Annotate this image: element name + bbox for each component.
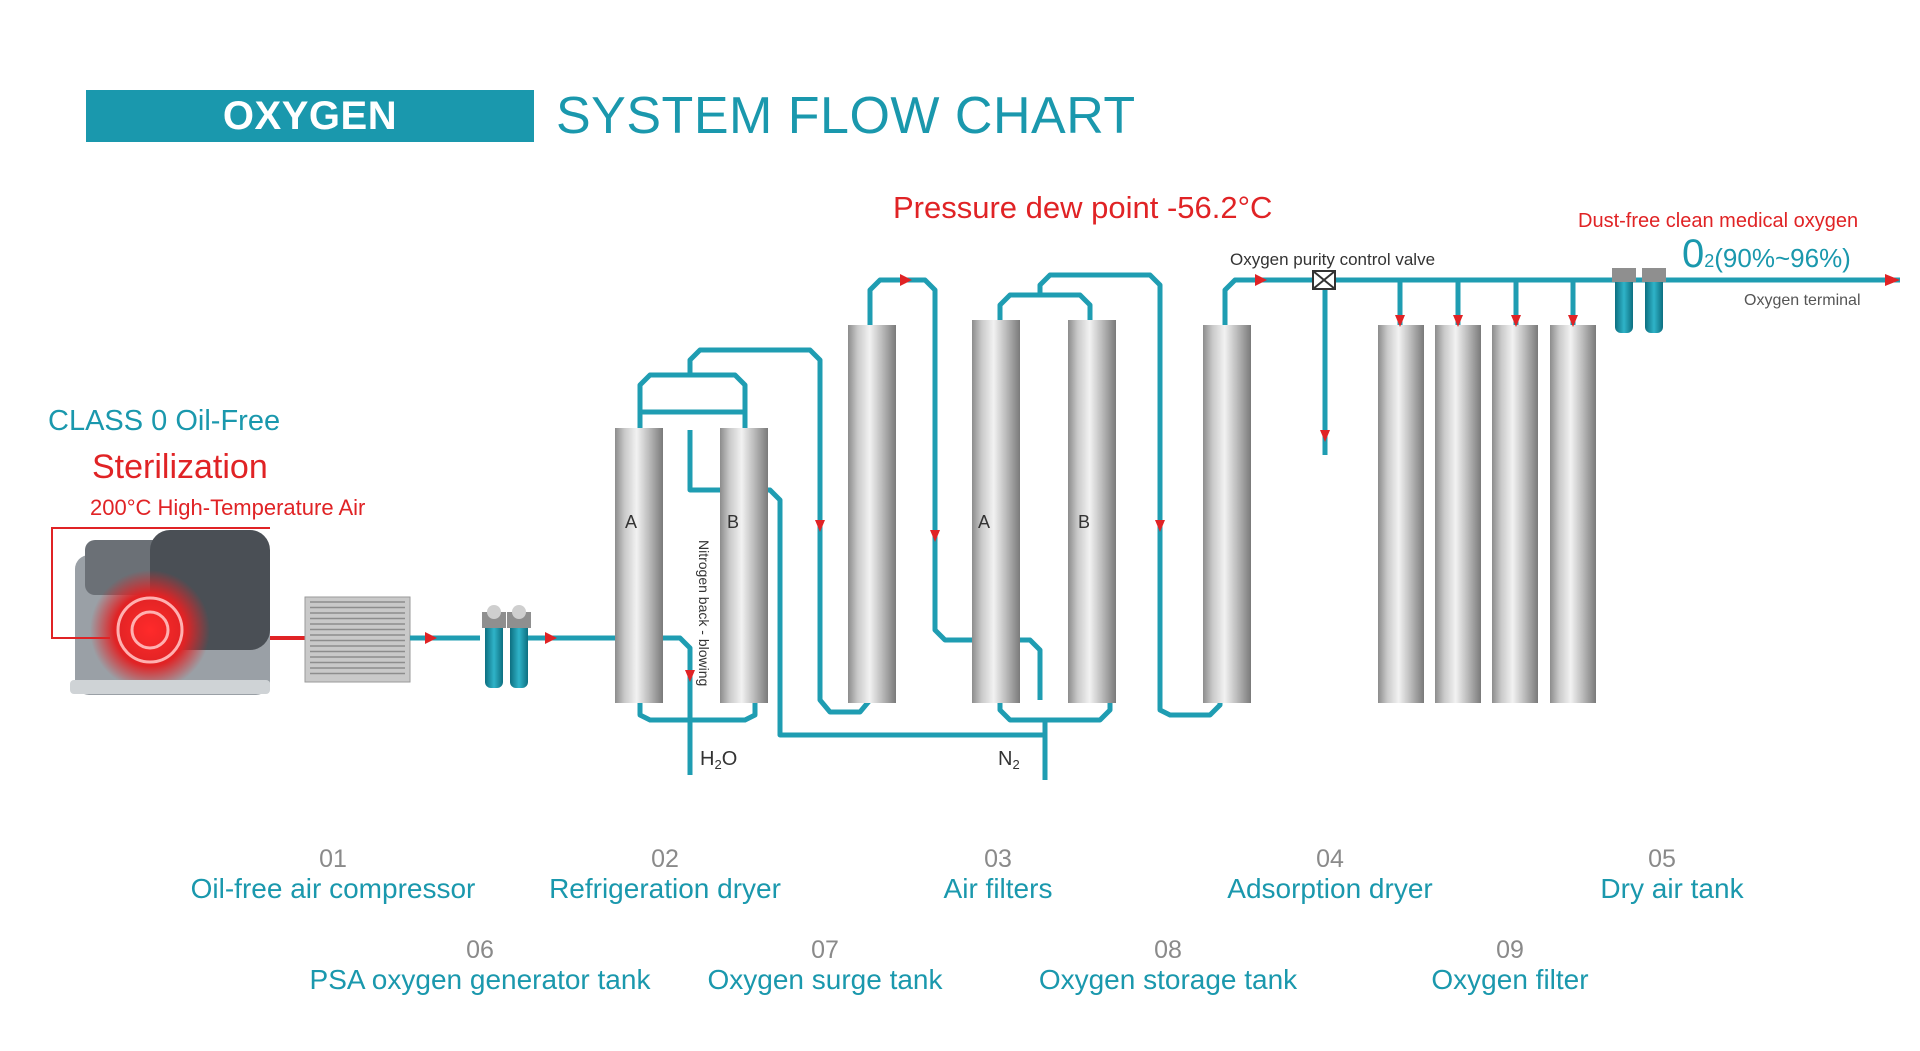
boxed-title: OXYGEN GENERATION [86,90,534,190]
legend-num-07: 07 [811,936,839,964]
tower-b2-label: B [1078,512,1091,532]
legend-label-04: Adsorption dryer [1227,873,1433,904]
tower-b1-label: B [727,512,740,532]
oxygen-terminal-label: Oxygen terminal [1744,292,1861,309]
o2-subscript: 2 [1704,251,1715,271]
class0-label: CLASS 0 Oil-Free [48,405,281,437]
oxygen-surge-tank [848,325,896,703]
sterilization-label: Sterilization [92,448,268,486]
nitrogen-back-blowing-label: Nitrogen back - blowing [696,540,712,687]
legend-num-08: 08 [1154,936,1182,964]
o2-symbol: 02(90%~96%) [1682,232,1851,277]
legend-label-06: PSA oxygen generator tank [309,964,651,995]
oxygen-description: Dust-free clean medical oxygen [1578,210,1859,232]
h2o-subscript: 2 [714,757,722,772]
n2-n: N [998,748,1013,770]
purity-valve-label: Oxygen purity control valve [1230,250,1436,269]
dew-point-label: Pressure dew point -56.2°C [893,190,1273,225]
legend-label-07: Oxygen surge tank [707,964,943,995]
h2o-h: H [700,748,715,770]
legend-num-03: 03 [984,845,1012,873]
psa-tower-pair-2 [972,320,1116,703]
o2-range: (90%~96%) [1714,243,1851,273]
flow-arrows [425,274,1900,682]
legend-num-04: 04 [1316,845,1344,873]
n2-label: N2 [998,748,1020,772]
tower-a1-label: A [625,512,638,532]
o2-zero: 0 [1682,232,1705,276]
page-title: SYSTEM FLOW CHART [556,87,1136,145]
legend-label-08: Oxygen storage tank [1038,964,1298,995]
oxygen-filter [1612,268,1666,333]
h2o-o: O [721,748,738,770]
legend-num-02: 02 [651,845,679,873]
refrigeration-dryer [304,596,411,683]
oil-free-air-compressor [70,530,270,695]
psa-oxygen-generator-tank [615,428,768,703]
legend-label-03: Air filters [943,873,1053,904]
legend-num-05: 05 [1648,845,1676,873]
adsorption-dryer-tank [1203,325,1251,703]
legend-label-02: Refrigeration dryer [549,873,781,904]
legend-num-09: 09 [1496,936,1524,964]
high-temp-label: 200°C High-Temperature Air [90,495,366,520]
air-filters [482,605,531,688]
h2o-label: H2O [700,748,737,772]
tower-a2-label: A [978,512,991,532]
legend-num-01: 01 [319,845,347,873]
oxygen-purity-control-valve [1312,270,1336,290]
legend-label-05: Dry air tank [1600,873,1744,904]
legend-num-06: 06 [466,936,494,964]
n2-subscript: 2 [1012,757,1020,772]
oxygen-storage-tank [1378,325,1596,703]
legend-label-01: Oil-free air compressor [190,873,476,904]
legend-label-09: Oxygen filter [1431,964,1589,995]
